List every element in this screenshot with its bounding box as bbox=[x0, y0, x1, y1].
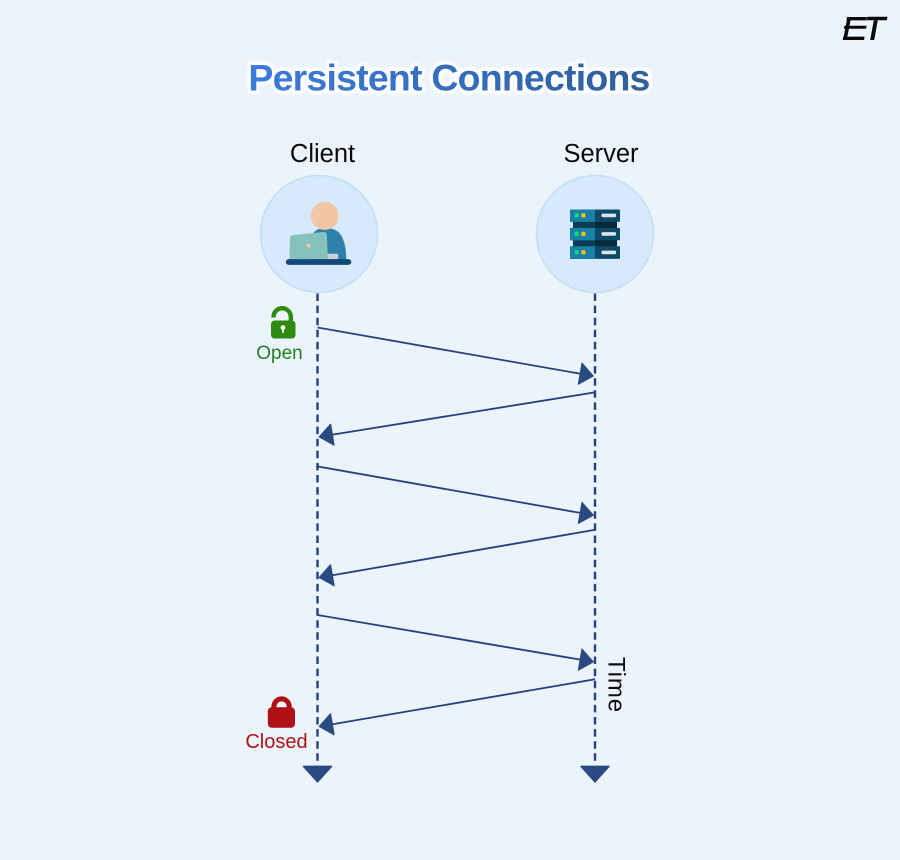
message-arrowhead-6 bbox=[318, 713, 335, 736]
brand-logo-letter-t bbox=[866, 16, 887, 40]
actor-label-client: Client bbox=[289, 140, 356, 168]
message-line-5 bbox=[317, 614, 583, 661]
message-arrowhead-1 bbox=[577, 362, 594, 385]
connection-open-label: Open bbox=[256, 343, 303, 364]
actor-label-server: Server bbox=[563, 140, 639, 168]
brand-logo bbox=[842, 16, 887, 40]
server-avatar bbox=[535, 174, 655, 293]
message-arrowhead-5 bbox=[577, 648, 594, 671]
page-title: Persistent Connections bbox=[248, 57, 649, 99]
person-at-laptop-icon bbox=[285, 201, 351, 265]
brand-logo-letter-e bbox=[842, 17, 867, 40]
client-avatar bbox=[259, 174, 378, 294]
title-layer: Persistent Connections bbox=[245, 54, 653, 102]
message-arrowhead-3 bbox=[577, 501, 594, 524]
message-line-3 bbox=[317, 465, 583, 515]
lock-closed-icon bbox=[267, 696, 295, 728]
connection-closed-label: Closed bbox=[245, 730, 308, 753]
message-line-2 bbox=[330, 391, 596, 436]
message-arrowhead-2 bbox=[318, 423, 335, 446]
message-arrowhead-4 bbox=[318, 564, 335, 587]
lifeline-end-arrow-server bbox=[580, 765, 610, 783]
message-line-4 bbox=[330, 528, 596, 577]
message-line-1 bbox=[317, 326, 583, 375]
lock-open-icon bbox=[271, 306, 296, 339]
lifeline-end-arrow-client bbox=[302, 765, 333, 783]
server-rack-icon bbox=[570, 209, 621, 259]
message-line-6 bbox=[330, 678, 596, 726]
time-axis-label: Time bbox=[602, 656, 629, 714]
